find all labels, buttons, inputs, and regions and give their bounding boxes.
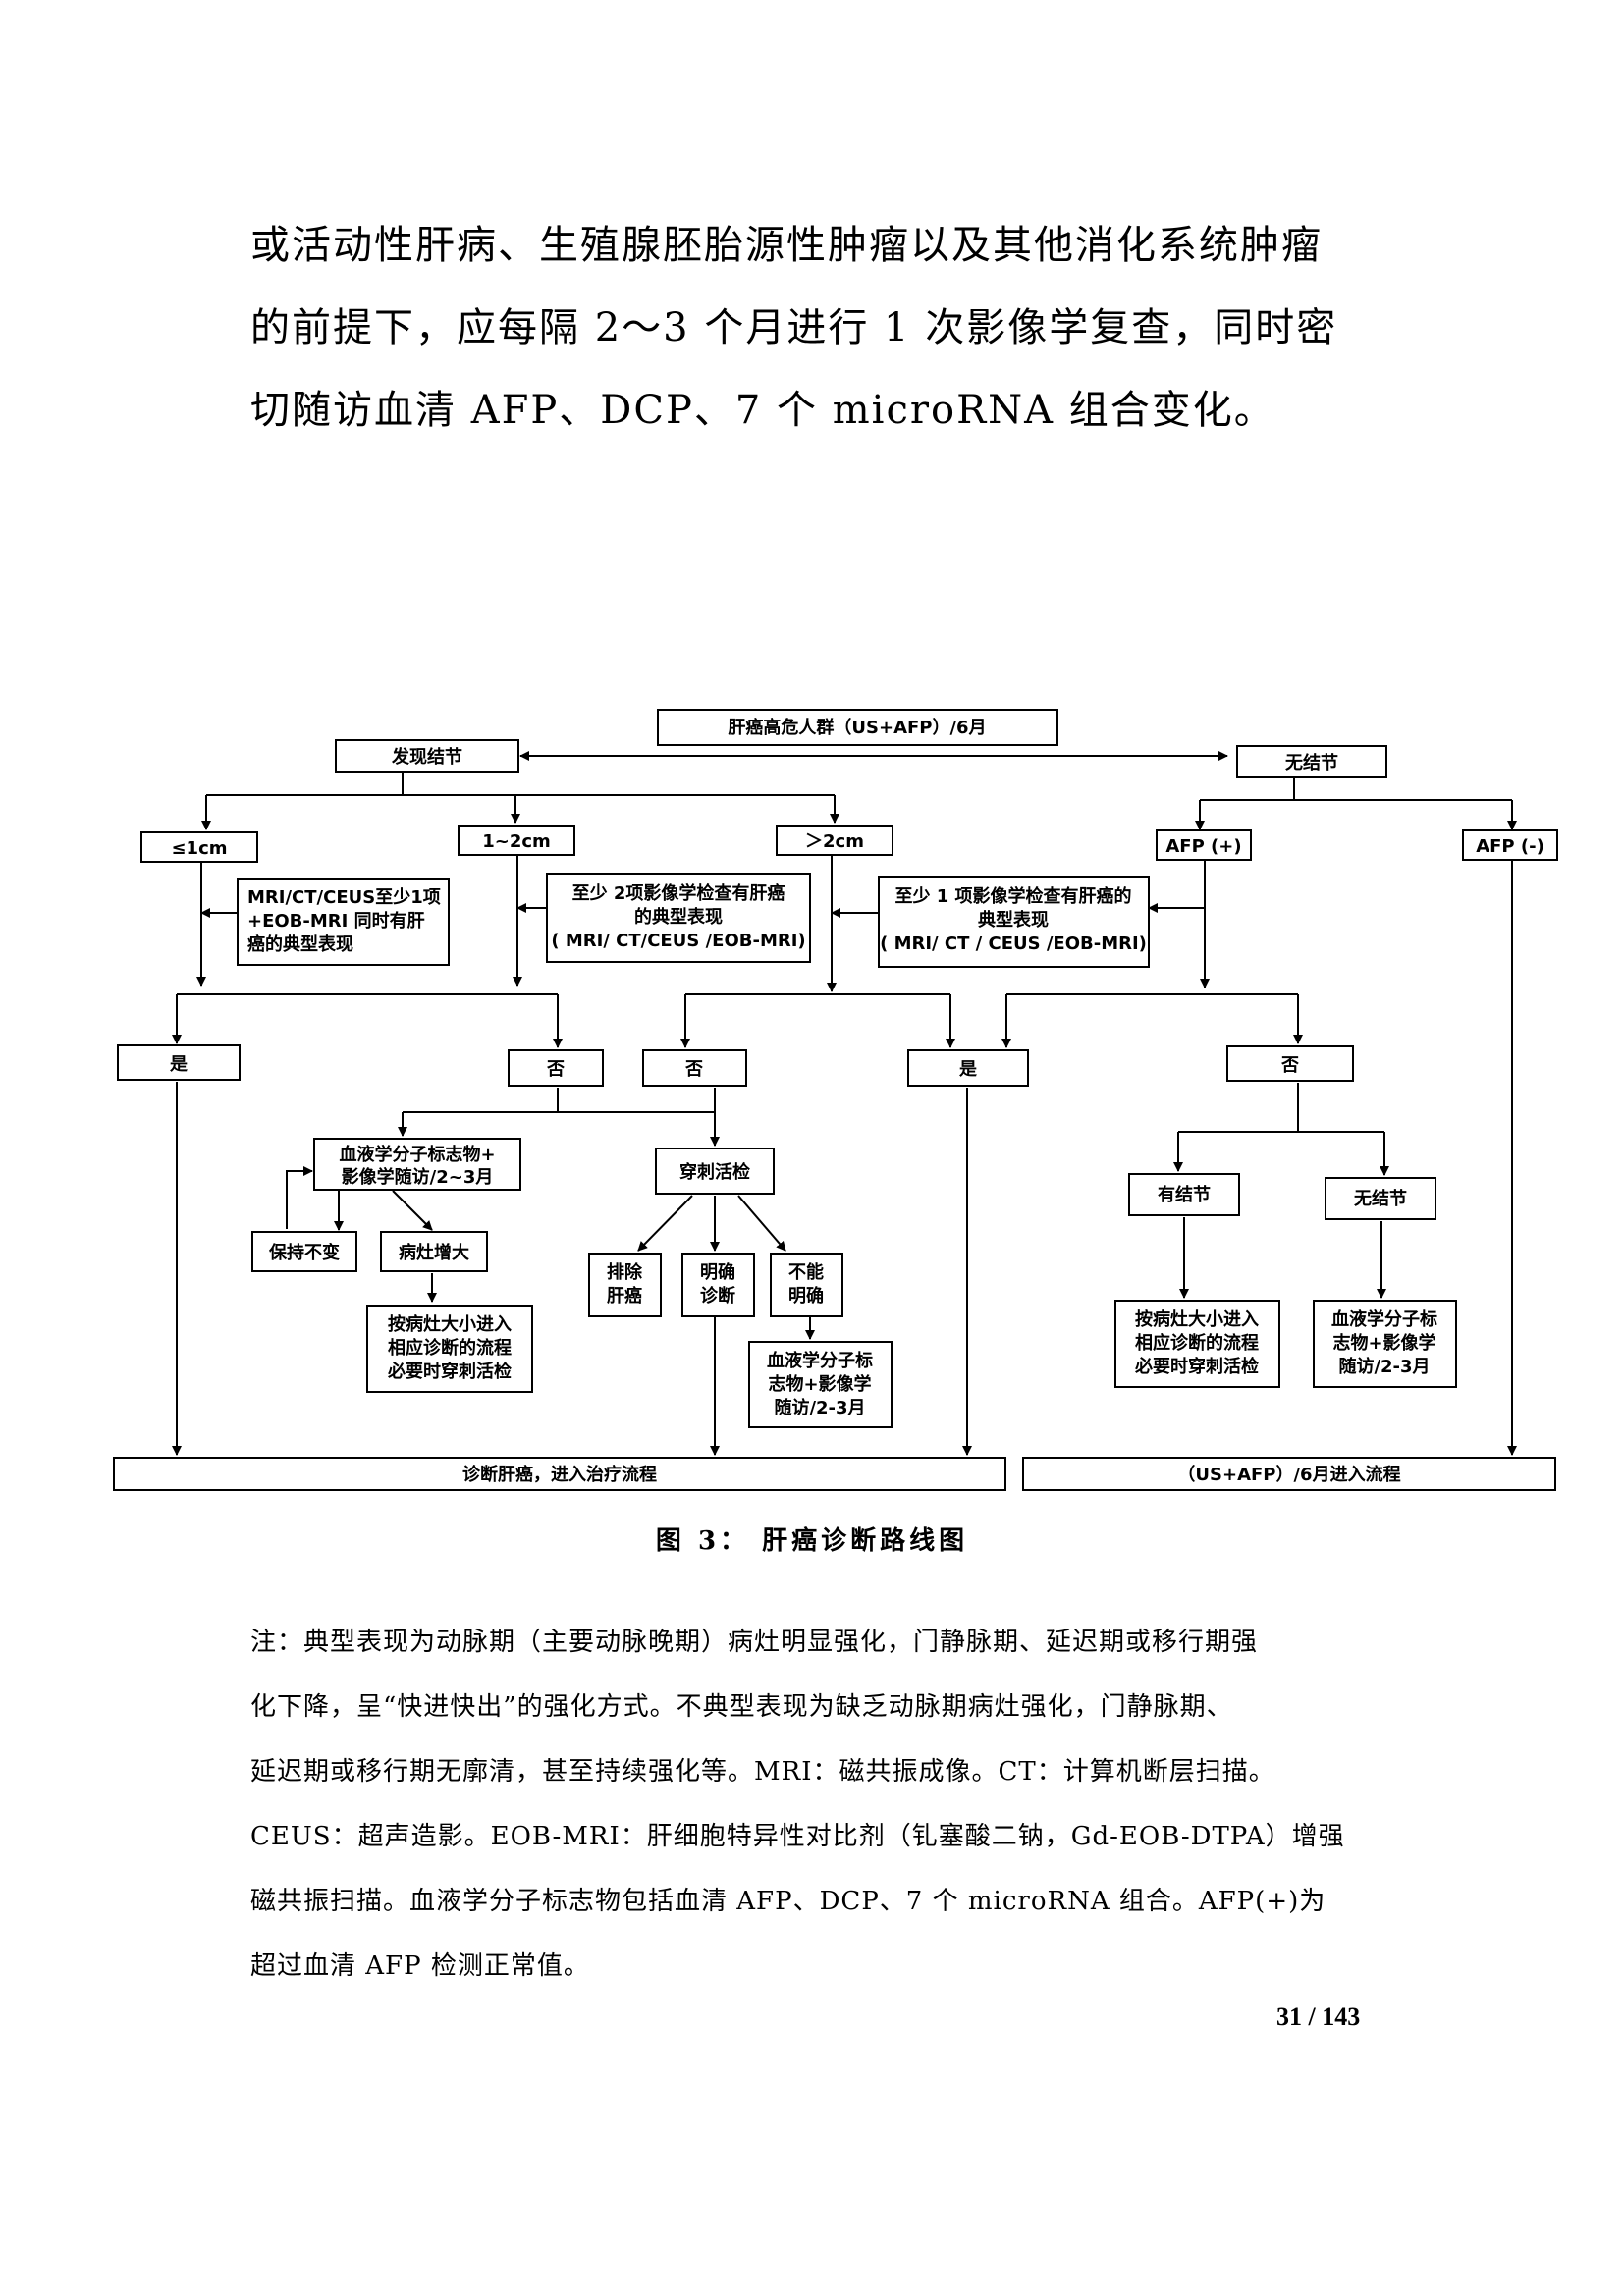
- box-no-mid: 否: [642, 1049, 747, 1087]
- box-stable: 保持不变: [251, 1231, 357, 1272]
- svg-text:影像学随访/2~3月: 影像学随访/2~3月: [342, 1166, 494, 1188]
- box-reenter: （US+AFP）/6月进入流程: [1022, 1457, 1556, 1491]
- svg-text:志物+影像学: 志物+影像学: [1332, 1332, 1435, 1354]
- box-unclear: 不能 明确: [770, 1253, 843, 1317]
- svg-text:+EOB-MRI 同时有肝: +EOB-MRI 同时有肝: [247, 910, 425, 932]
- box-followup-mid: 血液学分子标 志物+影像学 随访/2-3月: [748, 1341, 893, 1428]
- svg-text:必要时穿刺活检: 必要时穿刺活检: [387, 1361, 512, 1382]
- box-confirmed: 明确 诊断: [681, 1253, 755, 1317]
- note-line-1: 注：典型表现为动脉期（主要动脉晚期）病灶明显强化，门静脉期、延迟期或移行期强: [250, 1628, 1259, 1657]
- note-line-3: 延迟期或移行期无廓清，甚至持续强化等。MRI：磁共振成像。CT：计算机断层扫描。: [250, 1757, 1275, 1787]
- svg-text:AFP (+): AFP (+): [1165, 836, 1241, 857]
- box-criteria-1to2: 至少 2项影像学检查有肝癌 的典型表现 ( MRI/ CT/CEUS /EOB-…: [546, 873, 811, 963]
- box-no-right: 否: [1226, 1045, 1354, 1082]
- intro-line-3: 切随访血清 AFP、DCP、7 个 microRNA 组合变化。: [250, 388, 1275, 433]
- svg-text:肝癌: 肝癌: [607, 1285, 642, 1307]
- note-line-5: 磁共振扫描。血液学分子标志物包括血清 AFP、DCP、7 个 microRNA …: [250, 1887, 1326, 1916]
- svg-text:随访/2-3月: 随访/2-3月: [1338, 1356, 1430, 1377]
- svg-text:至少 1 项影像学检查有肝癌的: 至少 1 项影像学检查有肝癌的: [894, 885, 1131, 907]
- box-afp-pos: AFP (+): [1156, 829, 1252, 861]
- box-by-size-left: 按病灶大小进入 相应诊断的流程 必要时穿刺活检: [366, 1305, 533, 1393]
- intro-line-2: 的前提下，应每隔 2～3 个月进行 1 次影像学复查，同时密: [250, 305, 1338, 350]
- svg-text:否: 否: [546, 1059, 565, 1080]
- box-followup-left: 血液学分子标志物+ 影像学随访/2~3月: [313, 1138, 521, 1191]
- svg-text:发现结节: 发现结节: [391, 746, 462, 768]
- svg-text:无结节: 无结节: [1354, 1188, 1407, 1209]
- svg-text:诊断: 诊断: [700, 1285, 735, 1307]
- box-no-left: 否: [508, 1049, 604, 1087]
- note-line-6: 超过血清 AFP 检测正常值。: [250, 1951, 590, 1981]
- svg-text:AFP (-): AFP (-): [1476, 836, 1544, 857]
- box-exclude-cancer: 排除 肝癌: [588, 1253, 662, 1317]
- note-line-2: 化下降，呈“快进快出”的强化方式。不典型表现为缺乏动脉期病灶强化，门静脉期、: [250, 1692, 1233, 1722]
- svg-text:MRI/CT/CEUS至少1项: MRI/CT/CEUS至少1项: [247, 887, 441, 908]
- svg-text:血液学分子标志物+: 血液学分子标志物+: [339, 1144, 495, 1165]
- box-has-nodule: 有结节: [1128, 1173, 1240, 1216]
- box-by-size-right: 按病灶大小进入 相应诊断的流程 必要时穿刺活检: [1114, 1300, 1280, 1388]
- svg-text:保持不变: 保持不变: [268, 1242, 340, 1263]
- svg-text:按病灶大小进入: 按病灶大小进入: [1135, 1308, 1259, 1330]
- svg-text:血液学分子标: 血液学分子标: [767, 1350, 873, 1371]
- svg-text:按病灶大小进入: 按病灶大小进入: [388, 1313, 512, 1335]
- svg-text:有结节: 有结节: [1158, 1184, 1211, 1205]
- svg-text:无结节: 无结节: [1285, 752, 1338, 774]
- box-no-nodule-2: 无结节: [1325, 1177, 1436, 1220]
- svg-text:否: 否: [684, 1059, 703, 1080]
- box-no-nodule: 无结节: [1236, 745, 1387, 778]
- intro-line-1: 或活动性肝病、生殖腺胚胎源性肿瘤以及其他消化系统肿瘤: [250, 223, 1323, 268]
- svg-text:明确: 明确: [700, 1261, 735, 1283]
- svg-text:排除: 排除: [607, 1261, 643, 1283]
- svg-text:相应诊断的流程: 相应诊断的流程: [1135, 1332, 1259, 1354]
- box-criteria-le1: MRI/CT/CEUS至少1项 +EOB-MRI 同时有肝 癌的典型表现: [237, 878, 450, 966]
- flow-connectors: [172, 751, 1517, 1456]
- box-criteria-gt2: 至少 1 项影像学检查有肝癌的 典型表现 ( MRI/ CT / CEUS /E…: [878, 876, 1150, 968]
- box-enlarged: 病灶增大: [380, 1231, 488, 1272]
- box-afp-neg: AFP (-): [1462, 829, 1558, 861]
- svg-text:明确: 明确: [788, 1285, 824, 1307]
- box-size-1to2: 1~2cm: [458, 825, 575, 856]
- svg-text:至少 2项影像学检查有肝癌: 至少 2项影像学检查有肝癌: [572, 882, 785, 904]
- svg-text:肝癌高危人群（US+AFP）/6月: 肝癌高危人群（US+AFP）/6月: [728, 717, 986, 738]
- svg-text:癌的典型表现: 癌的典型表现: [247, 934, 353, 955]
- svg-text:的典型表现: 的典型表现: [634, 906, 723, 928]
- box-size-gt2: ＞2cm: [776, 825, 893, 856]
- svg-text:是: 是: [958, 1059, 977, 1080]
- liver-cancer-diagnosis-flowchart: 肝癌高危人群（US+AFP）/6月 发现结节 无结节 ≤1cm 1~2cm ＞2…: [113, 709, 1558, 1491]
- svg-text:血液学分子标: 血液学分子标: [1331, 1308, 1437, 1330]
- figure-caption: 图 3： 肝癌诊断路线图: [655, 1526, 969, 1556]
- box-yes-left: 是: [117, 1044, 241, 1081]
- svg-text:不能: 不能: [788, 1261, 824, 1283]
- page-number: 31 / 143: [1276, 2002, 1361, 2031]
- svg-text:穿刺活检: 穿刺活检: [679, 1161, 750, 1183]
- box-yes-mid: 是: [907, 1049, 1029, 1087]
- note-line-4: CEUS：超声造影。EOB-MRI：肝细胞特异性对比剂（钆塞酸二钠，Gd-EOB…: [250, 1822, 1345, 1851]
- box-found-nodule: 发现结节: [335, 739, 519, 773]
- svg-text:诊断肝癌，进入治疗流程: 诊断肝癌，进入治疗流程: [462, 1464, 657, 1485]
- svg-text:病灶增大: 病灶增大: [399, 1242, 469, 1263]
- svg-text:否: 否: [1280, 1055, 1299, 1076]
- svg-text:相应诊断的流程: 相应诊断的流程: [388, 1337, 512, 1359]
- box-diagnose-treat: 诊断肝癌，进入治疗流程: [113, 1457, 1006, 1491]
- svg-text:1~2cm: 1~2cm: [482, 831, 551, 852]
- box-size-le1: ≤1cm: [140, 831, 258, 863]
- svg-text:（US+AFP）/6月进入流程: （US+AFP）/6月进入流程: [1177, 1464, 1400, 1485]
- svg-text:≤1cm: ≤1cm: [171, 838, 227, 859]
- svg-text:( MRI/ CT/CEUS /EOB-MRI): ( MRI/ CT/CEUS /EOB-MRI): [551, 931, 805, 951]
- svg-text:典型表现: 典型表现: [978, 909, 1049, 931]
- box-biopsy: 穿刺活检: [655, 1148, 775, 1195]
- svg-text:＞2cm: ＞2cm: [805, 831, 864, 852]
- svg-text:随访/2-3月: 随访/2-3月: [774, 1397, 865, 1418]
- svg-text:必要时穿刺活检: 必要时穿刺活检: [1134, 1356, 1259, 1377]
- svg-text:( MRI/ CT / CEUS /EOB-MRI): ( MRI/ CT / CEUS /EOB-MRI): [880, 934, 1147, 954]
- svg-text:志物+影像学: 志物+影像学: [768, 1373, 871, 1395]
- svg-text:是: 是: [169, 1054, 188, 1075]
- box-high-risk: 肝癌高危人群（US+AFP）/6月: [657, 709, 1058, 746]
- box-followup-right: 血液学分子标 志物+影像学 随访/2-3月: [1313, 1300, 1457, 1388]
